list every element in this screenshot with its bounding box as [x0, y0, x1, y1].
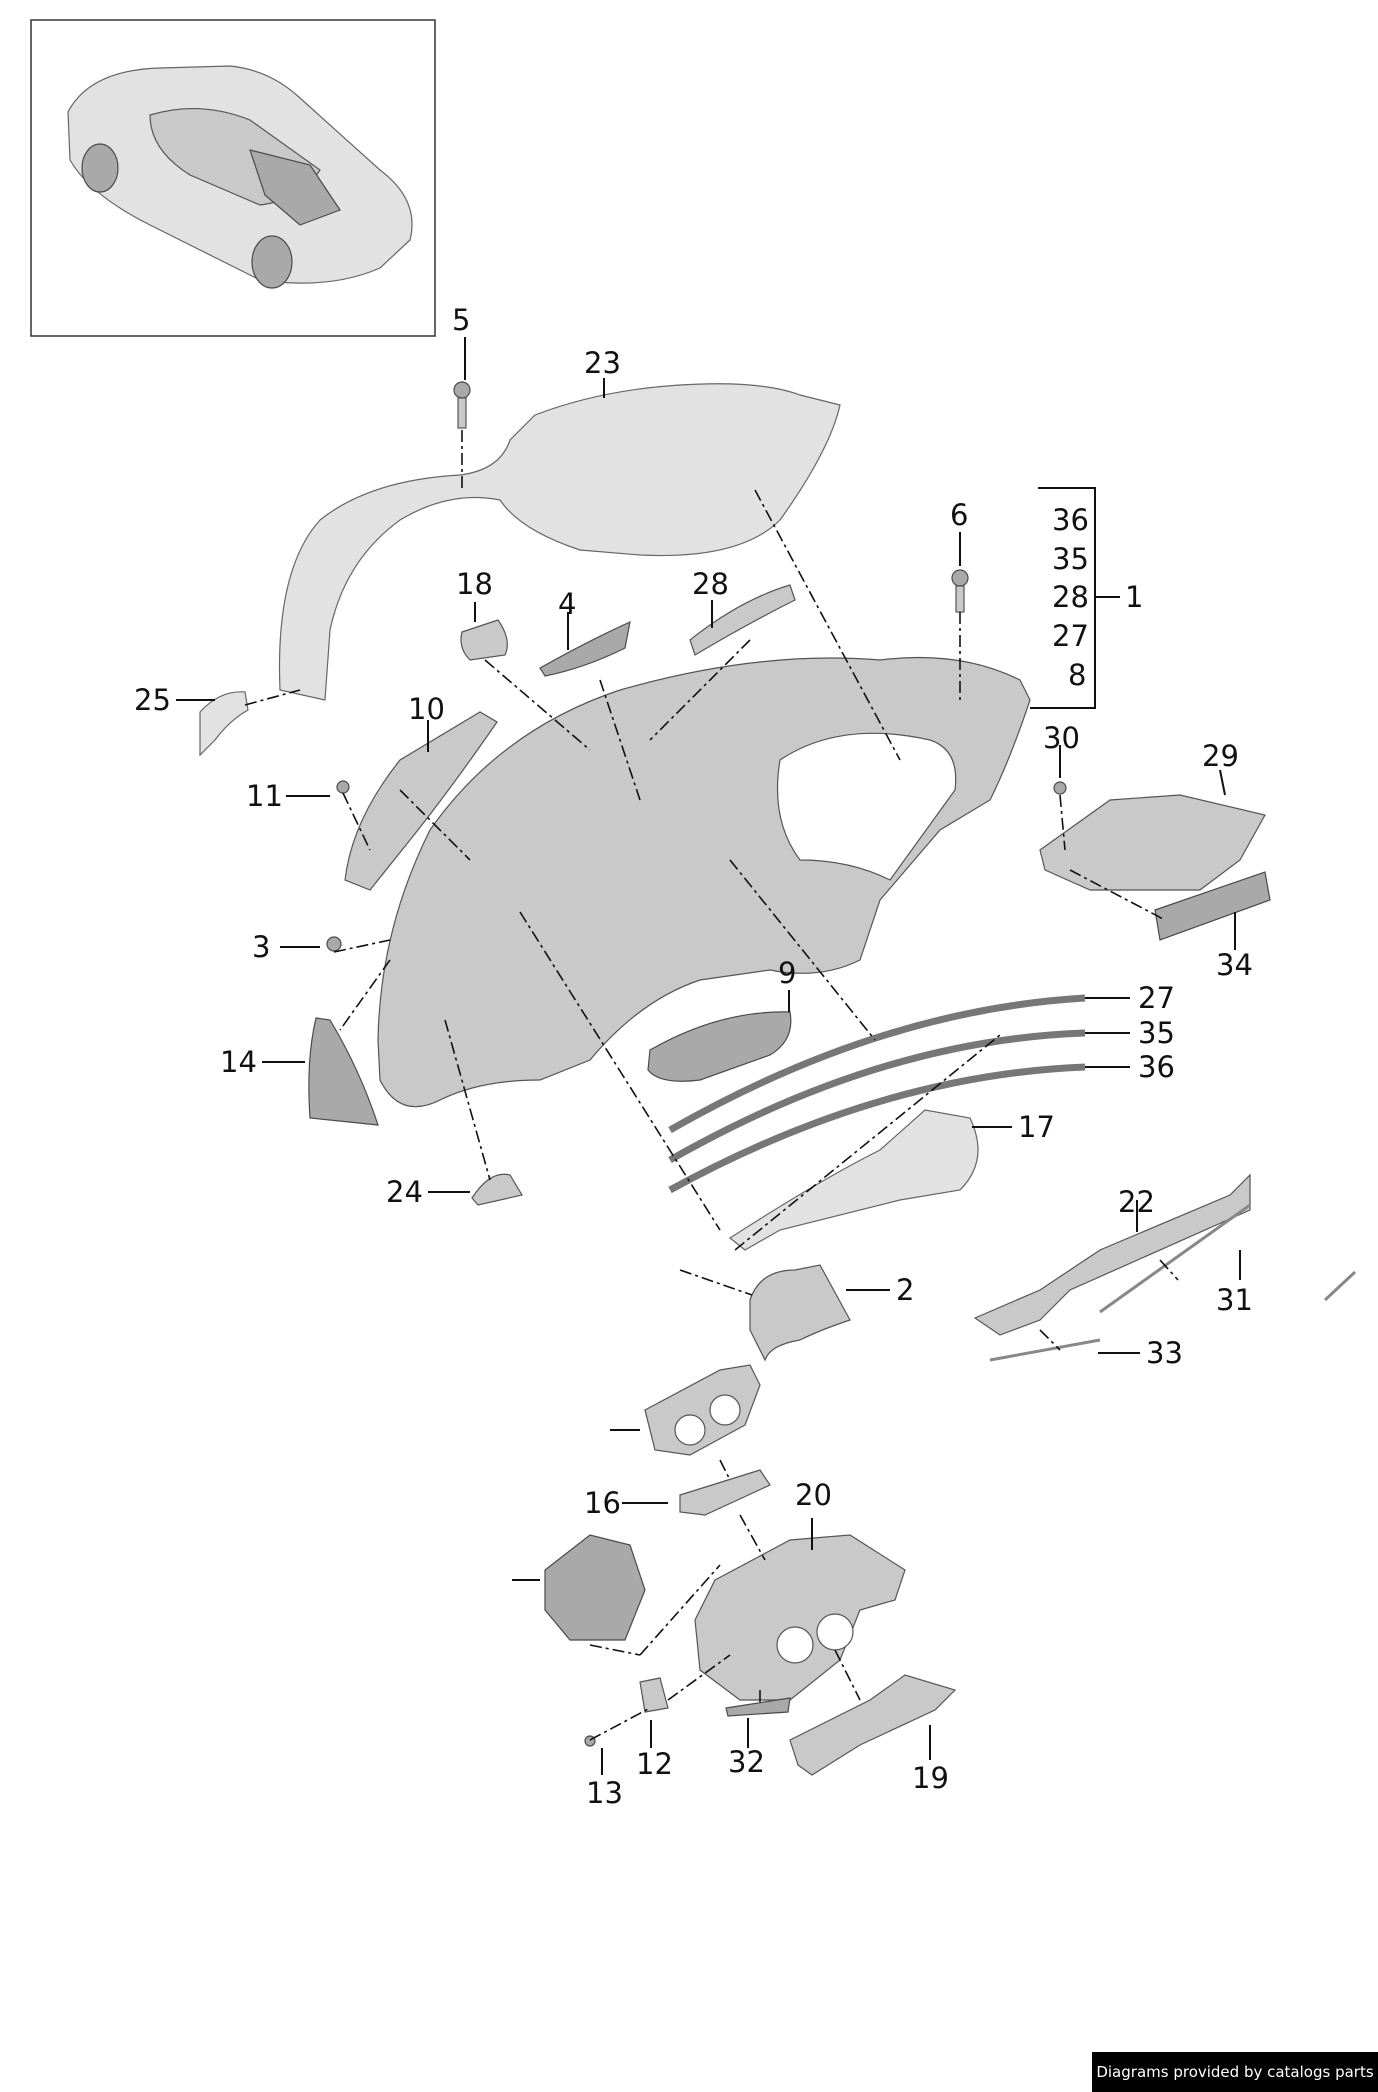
part-2-column-cover	[749, 1264, 851, 1362]
part-28-speaker-grille	[689, 584, 796, 656]
callout-29: 29	[1202, 739, 1239, 773]
callout-31: 31	[1216, 1283, 1253, 1317]
callout-30: 30	[1043, 721, 1080, 755]
callout-36: 36	[1138, 1050, 1175, 1084]
car-rear-wheel	[251, 235, 293, 289]
car-front-wheel	[81, 143, 119, 193]
callout-24: 24	[386, 1175, 423, 1209]
part-30-nut	[1053, 781, 1067, 795]
part-5-screw	[453, 381, 471, 399]
callout-14: 14	[220, 1045, 257, 1079]
callout-28: 28	[692, 567, 729, 601]
callout-1: 1	[1125, 580, 1143, 614]
callout-5: 5	[452, 303, 470, 337]
part-18-cap	[460, 619, 508, 661]
car-engine-cover	[249, 149, 341, 226]
callout-4: 4	[558, 587, 576, 621]
callout-18: 18	[456, 567, 493, 601]
part-31-strip	[1099, 1203, 1251, 1314]
callout-35: 35	[1138, 1016, 1175, 1050]
part-34-trim-strip	[1154, 871, 1271, 941]
callout-11: 11	[246, 779, 283, 813]
callout-27: 27	[1138, 981, 1175, 1015]
callout-9: 9	[778, 956, 796, 990]
part-1-carrier-opening	[776, 732, 957, 881]
footer-credit: Diagrams provided by catalogs parts	[1092, 2052, 1378, 2092]
part-16-bracket	[679, 1469, 771, 1516]
part-3-screw	[326, 936, 342, 952]
leader-lines	[176, 337, 1241, 1775]
console-vent-right	[816, 1613, 854, 1651]
part-23-dash-top-cover	[278, 383, 841, 701]
callout-17: 17	[1018, 1110, 1055, 1144]
part-19-lower-bracket	[789, 1674, 957, 1776]
callout-32: 32	[728, 1745, 765, 1779]
group1-member-28: 28	[1052, 580, 1089, 614]
part-35-seal-strip	[668, 1029, 1086, 1164]
callout-3: 3	[252, 930, 270, 964]
part-24-small-cover	[471, 1173, 523, 1206]
part-4-cover-plate	[539, 620, 631, 677]
vehicle-thumbnail	[30, 19, 436, 337]
part-27-seal-strip	[668, 994, 1086, 1134]
part-10-vent-grille	[344, 711, 498, 891]
part-9-knee-pad	[647, 1011, 792, 1082]
callout-12: 12	[636, 1747, 673, 1781]
callout-16: 16	[584, 1486, 621, 1520]
callout-25: 25	[134, 683, 171, 717]
callout-labels: 5 23 6 18 4 28 10 25 11 3 14 24 9 27 35 …	[134, 303, 1253, 1810]
bezel-gauge-right	[709, 1394, 741, 1426]
part-32-plate	[725, 1697, 791, 1717]
part-instrument-bezel	[644, 1364, 761, 1456]
callout-19: 19	[912, 1761, 949, 1795]
group1-member-36: 36	[1052, 503, 1089, 537]
callout-33: 33	[1146, 1336, 1183, 1370]
group1-member-8: 8	[1068, 658, 1086, 692]
callout-13: 13	[586, 1776, 623, 1810]
part-6-screw-shank	[955, 585, 965, 613]
part-small-clip-right	[1323, 1270, 1357, 1302]
part-20-lower-console	[694, 1534, 906, 1701]
callout-6: 6	[950, 498, 968, 532]
bezel-gauge-left	[674, 1414, 706, 1446]
callout-23: 23	[584, 346, 621, 380]
callout-34: 34	[1216, 948, 1253, 982]
group1-member-35: 35	[1052, 542, 1089, 576]
callout-2: 2	[896, 1273, 914, 1307]
part-5-screw-shank	[457, 397, 467, 429]
callout-10: 10	[408, 692, 445, 726]
part-22-trim-bar	[973, 1173, 1251, 1336]
group1-member-27: 27	[1052, 619, 1089, 653]
part-center-vent-housing	[544, 1534, 646, 1641]
part-6-screw	[951, 569, 969, 587]
part-33-strip	[989, 1338, 1101, 1362]
callout-22: 22	[1118, 1185, 1155, 1219]
part-17-side-duct	[728, 1109, 979, 1251]
part-14-side-panel	[308, 1017, 379, 1126]
part-36-seal-strip	[668, 1063, 1086, 1194]
assembly-lines	[244, 430, 1179, 1741]
console-vent-left	[776, 1626, 814, 1664]
part-11-screw	[336, 780, 350, 794]
part-12-clip	[639, 1677, 669, 1713]
callout-20: 20	[795, 1478, 832, 1512]
part-25-side-trim	[199, 691, 249, 757]
part-29-glovebox	[1039, 794, 1266, 891]
